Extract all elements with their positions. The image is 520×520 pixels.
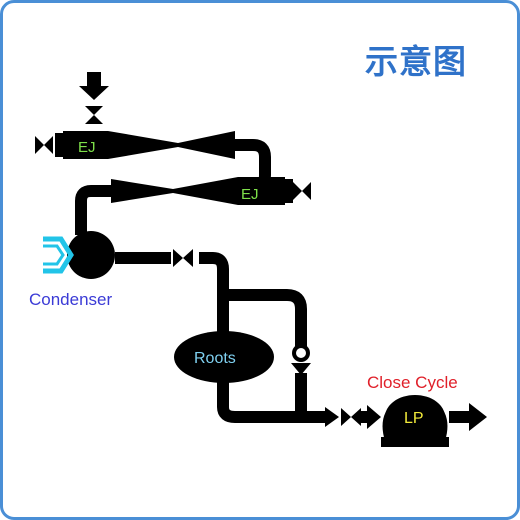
- vacuum-system-diagram: EJ EJ Condenser Roots: [29, 72, 487, 447]
- roots-pump-icon: [174, 331, 274, 383]
- pipe-roots-outlet: [217, 375, 325, 423]
- condenser-label: Condenser: [29, 290, 113, 309]
- condenser-outlet-valve-icon: [173, 249, 193, 267]
- pipe-to-roots: [199, 252, 229, 353]
- roots-pump: Roots: [174, 331, 274, 383]
- close-cycle-label: Close Cycle: [367, 373, 458, 392]
- lp-inlet-arrow-icon: [325, 407, 339, 427]
- ejector-bottom-label: EJ: [241, 186, 259, 203]
- lp-inlet-valve-icon: [341, 408, 361, 426]
- condenser: Condenser: [29, 231, 115, 309]
- ejector-top-label: EJ: [78, 139, 96, 156]
- condenser-icon: [67, 231, 115, 279]
- pipe-ej-bottom-to-condenser: [75, 185, 113, 235]
- inlet-valve-icon: [85, 106, 103, 124]
- ejector-bottom-valve-icon: [293, 182, 311, 200]
- inlet-arrow-icon: [79, 72, 109, 100]
- lp-pump-label: LP: [404, 410, 424, 427]
- ejector-top-body-icon: [63, 131, 178, 159]
- condenser-coil-icon: [43, 236, 74, 274]
- ejector-top: EJ: [35, 131, 235, 159]
- ejector-top-valve-icon: [35, 136, 53, 154]
- diagram-title: 示意图: [365, 42, 467, 81]
- check-valve-icon: [291, 344, 311, 375]
- roots-pump-label: Roots: [194, 350, 236, 367]
- pipe-bypass: [223, 289, 307, 349]
- ejector-bottom: EJ: [111, 177, 311, 205]
- lp-pump: LP Close Cycle: [367, 373, 458, 447]
- pipe-network: [75, 139, 325, 423]
- ejector-bottom-body-icon: [173, 177, 285, 205]
- lp-outlet-arrow-icon: [449, 403, 487, 431]
- lp-feed-arrow-icon: [359, 405, 381, 429]
